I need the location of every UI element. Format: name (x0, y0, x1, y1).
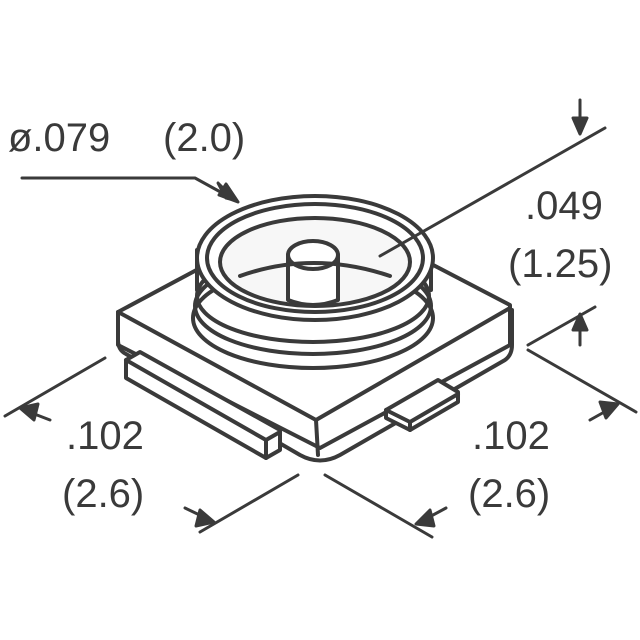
height-label-inch: .049 (525, 184, 603, 228)
diameter-leader (20, 176, 240, 204)
left-width-label-mm: (2.6) (62, 472, 145, 516)
right-width-label-inch: .102 (472, 414, 550, 458)
right-terminal (384, 378, 460, 432)
right-width-dimension (323, 348, 638, 539)
center-pin (238, 239, 392, 307)
height-dimension (378, 98, 607, 347)
right-width-label-mm: (2.6) (468, 472, 551, 516)
left-width-label-inch: .102 (66, 414, 144, 458)
diameter-label-mm: (2.0) (163, 116, 246, 160)
left-terminal (124, 350, 282, 460)
height-label-mm: (1.25) (508, 242, 613, 286)
left-width-dimension (3, 356, 300, 534)
diameter-label-inch: ø.079 (8, 116, 111, 160)
